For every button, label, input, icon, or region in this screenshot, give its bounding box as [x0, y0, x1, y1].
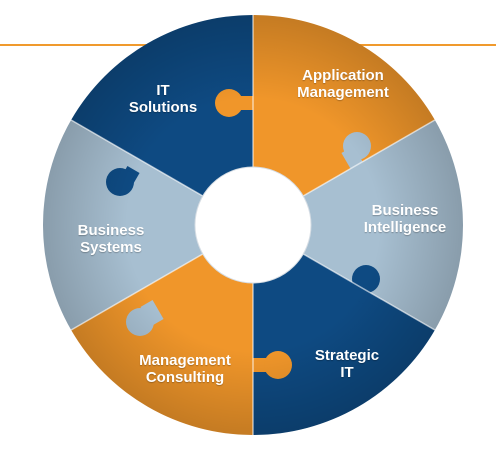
label-line: Strategic: [314, 347, 380, 364]
label-line: Consulting: [145, 369, 225, 386]
label-business-intelligence: Business Intelligence: [340, 202, 470, 236]
label-line: IT: [340, 364, 354, 381]
label-business-systems: Business Systems: [56, 222, 166, 256]
label-line: Solutions: [128, 99, 198, 116]
label-line: Business: [77, 222, 145, 239]
label-line: Systems: [80, 239, 142, 256]
label-line: Intelligence: [363, 219, 447, 236]
center-hole: [194, 166, 312, 284]
label-strategic-it: Strategic IT: [292, 347, 402, 381]
label-application-management: Application Management: [268, 67, 418, 101]
label-management-consulting: Management Consulting: [110, 352, 260, 386]
label-line: Management: [139, 352, 231, 369]
label-line: Management: [297, 84, 389, 101]
label-line: Business: [371, 202, 439, 219]
label-it-solutions: IT Solutions: [108, 82, 218, 116]
label-line: Application: [302, 67, 384, 84]
label-line: IT: [156, 82, 170, 99]
